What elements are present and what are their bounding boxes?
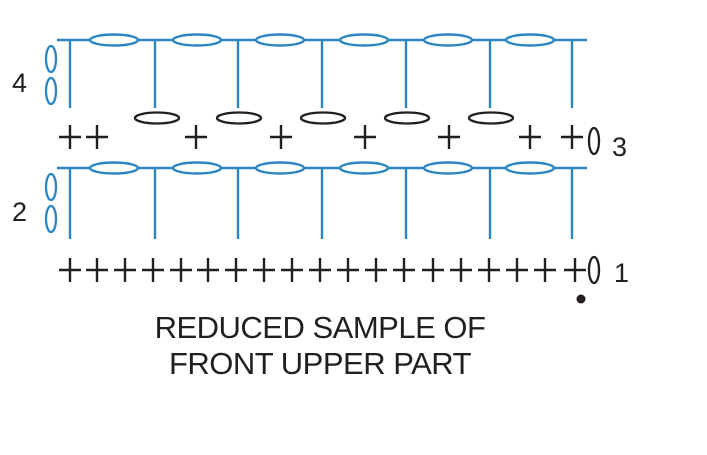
chain-row2-6 xyxy=(504,161,556,175)
row-label-2: 2 xyxy=(12,197,27,227)
chain-row4-2 xyxy=(171,33,223,47)
sc-row1-1 xyxy=(59,258,81,282)
chain-row3-5 xyxy=(467,111,515,125)
chain-row4-4 xyxy=(338,33,390,47)
caption-line-1: REDUCED SAMPLE OF xyxy=(154,310,486,345)
sc-row1-12 xyxy=(365,258,387,282)
sc-row3-7 xyxy=(519,125,541,149)
sc-row3-5 xyxy=(354,125,376,149)
sc-row1-3 xyxy=(114,258,136,282)
sc-row3-2 xyxy=(86,125,108,149)
row-4-stitches xyxy=(57,33,587,108)
sc-row1-15 xyxy=(450,258,472,282)
sc-row3-8 xyxy=(561,125,583,149)
chain-row2-3 xyxy=(254,161,306,175)
chain-row3-3 xyxy=(299,111,347,125)
chain-row3-1 xyxy=(133,111,181,125)
row-3-stitches xyxy=(59,125,583,149)
sc-row1-9 xyxy=(281,258,303,282)
sc-row1-19 xyxy=(564,258,586,282)
caption-line-2: FRONT UPPER PART xyxy=(168,346,472,381)
turning-chain-row3 xyxy=(587,126,601,156)
sc-row1-8 xyxy=(253,258,275,282)
sc-row1-4 xyxy=(142,258,164,282)
sc-row3-1 xyxy=(59,125,81,149)
chain-row4-3 xyxy=(254,33,306,47)
chain-row3-4 xyxy=(383,111,431,125)
turning-chain-row2-a xyxy=(44,172,58,202)
chain-row2-2 xyxy=(171,161,223,175)
sc-row1-11 xyxy=(337,258,359,282)
row-label-3: 3 xyxy=(612,132,627,162)
sc-row1-16 xyxy=(478,258,500,282)
chain-row4-1 xyxy=(88,33,140,47)
turning-chain-row1 xyxy=(587,255,601,285)
row-2-stitches xyxy=(57,161,587,239)
sc-row1-2 xyxy=(86,258,108,282)
chain-row2-4 xyxy=(338,161,390,175)
row-label-1: 1 xyxy=(614,258,629,288)
turning-chain-row4-a xyxy=(44,44,58,74)
row-label-4: 4 xyxy=(12,68,27,98)
chain-row2-5 xyxy=(422,161,474,175)
sc-row1-5 xyxy=(170,258,192,282)
turning-chain-row2-b xyxy=(44,204,58,234)
sc-row3-4 xyxy=(270,125,292,149)
row-3-chains xyxy=(133,111,515,125)
sc-row1-13 xyxy=(393,258,415,282)
sc-row1-17 xyxy=(506,258,528,282)
sc-row1-14 xyxy=(422,258,444,282)
chain-row4-5 xyxy=(422,33,474,47)
sc-row1-18 xyxy=(534,258,556,282)
sc-row1-7 xyxy=(225,258,247,282)
turning-chains xyxy=(44,44,601,285)
turning-chain-row4-b xyxy=(44,76,58,106)
sc-row1-6 xyxy=(197,258,219,282)
sc-row3-6 xyxy=(438,125,460,149)
chain-row4-6 xyxy=(504,33,556,47)
row-1-stitches xyxy=(59,258,586,304)
chain-row2-1 xyxy=(88,161,140,175)
sc-row3-3 xyxy=(185,125,207,149)
sc-row1-10 xyxy=(309,258,331,282)
chain-row3-2 xyxy=(215,111,263,125)
foundation-dot xyxy=(576,294,586,304)
